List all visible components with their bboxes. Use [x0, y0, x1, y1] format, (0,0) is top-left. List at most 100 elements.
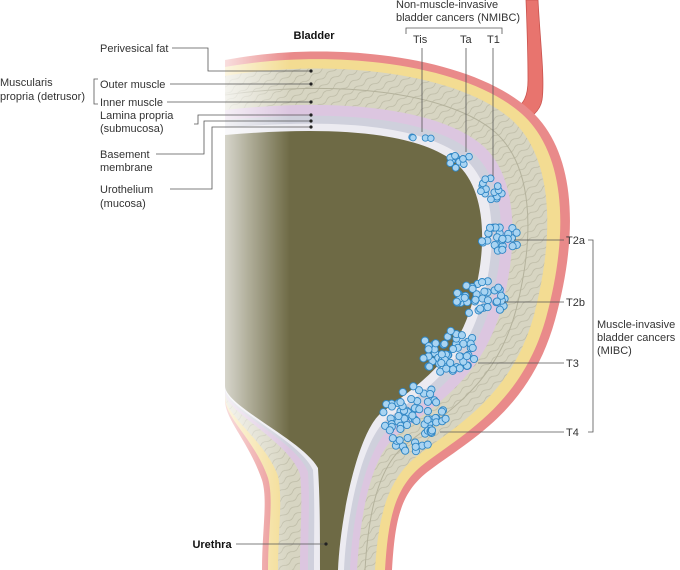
tumor-cell — [446, 326, 455, 335]
tumor-cell — [459, 155, 467, 163]
urothelium-label-line2: (mucosa) — [100, 198, 146, 210]
tumor-cell — [442, 364, 451, 373]
perivesical-fat-label: Perivesical fat — [100, 43, 168, 55]
tumor-cell — [487, 195, 495, 204]
urothelium-label-line1: Urothelium — [100, 184, 153, 196]
tumor-cell — [396, 424, 405, 433]
tumor-cell — [485, 223, 495, 232]
tumor-cell — [477, 237, 487, 246]
tumor-cell — [401, 446, 410, 455]
tumor-cell — [453, 288, 462, 298]
lamina-propria-leader — [194, 114, 311, 125]
nmibc-bracket — [405, 27, 503, 34]
tumor-cell — [455, 352, 464, 361]
tumor-cell — [379, 408, 388, 417]
nmibc-group: Non-muscle-invasive bladder cancers (NMI… — [396, 0, 520, 176]
tumor-cell — [495, 305, 504, 314]
tumor-cell — [476, 304, 485, 313]
tumor-cell — [459, 339, 468, 348]
muscularis-bracket — [93, 78, 98, 105]
tumor-cell — [431, 339, 440, 348]
tumor-cell — [424, 345, 433, 354]
mibc-title-line3: (MIBC) — [597, 345, 632, 357]
tumor-cell — [415, 405, 424, 414]
tumor-cell — [498, 245, 507, 254]
tumor-cell — [437, 358, 446, 368]
tumor-cell — [464, 308, 473, 317]
tumor-cell — [425, 362, 434, 371]
tumor-cell — [409, 134, 417, 142]
muscle-divider — [224, 87, 529, 570]
tumor-cell — [423, 415, 432, 424]
perivesical-fat-dot — [309, 69, 313, 73]
tumor-cell — [414, 386, 424, 395]
tumor-cell — [419, 354, 428, 363]
lamina-propria-label-line1: Lamina propria — [100, 110, 174, 122]
inner-muscle-dot — [309, 100, 313, 104]
mibc-stage-t2b: T2b — [566, 297, 585, 309]
tumor-t2b — [452, 277, 509, 317]
tumor-cell — [441, 414, 450, 423]
tumor-cell — [468, 343, 477, 352]
basement-membrane-dot — [309, 119, 313, 123]
tumor-cell — [407, 394, 416, 404]
tumor-cell — [469, 354, 479, 364]
tumor-cell — [402, 420, 412, 430]
perivesical-fat-leader — [172, 47, 311, 72]
tumor-cell — [423, 440, 432, 449]
tumor-cell — [437, 407, 446, 416]
tumor-cell — [462, 352, 471, 361]
tumor-cell — [497, 291, 506, 300]
mibc-stage-t3: T3 — [566, 358, 579, 370]
nmibc-title-line2: bladder cancers (NMIBC) — [396, 12, 520, 24]
tumor-t1 — [477, 174, 506, 204]
tumor-cell — [387, 402, 396, 411]
tumor-ta — [446, 151, 473, 172]
tumor-cell — [388, 434, 397, 443]
tumor-cell — [403, 433, 412, 443]
outer-muscle-dot — [309, 82, 313, 86]
tumor-cell — [483, 296, 492, 305]
tumors — [379, 133, 521, 456]
left-fade — [200, 30, 290, 570]
tumor-cell — [512, 228, 521, 237]
lamina-propria-dot — [309, 113, 313, 117]
tumor-cell — [494, 283, 503, 292]
nmibc-stage-tis: Tis — [413, 34, 428, 46]
tumor-cell — [395, 436, 404, 445]
tumor-cell — [420, 336, 430, 345]
tumor-cell — [440, 339, 449, 348]
nmibc-title-line1: Non-muscle-invasive — [396, 0, 498, 11]
tumor-cell — [385, 426, 394, 435]
tumor-cell — [394, 411, 403, 421]
bladder-title: Bladder — [294, 30, 336, 42]
basement-membrane-label-line1: Basement — [100, 149, 150, 161]
inner-muscle-label: Inner muscle — [100, 97, 163, 109]
urethra-label: Urethra — [192, 539, 232, 551]
tumor-cell — [423, 407, 432, 416]
tumor-cell — [451, 151, 459, 160]
tumor-cell — [460, 293, 469, 302]
muscularis-label-line1: Muscularis — [0, 77, 53, 89]
tumor-cell — [477, 187, 485, 196]
tumor-cell — [398, 387, 407, 397]
tumor-cell — [451, 163, 460, 172]
urothelium-leader — [170, 126, 311, 190]
muscularis-label-line2: propria (detrusor) — [0, 91, 85, 103]
mibc-title-line1: Muscle-invasive — [597, 319, 675, 331]
tumor-cell — [423, 397, 432, 406]
urethra-dot — [324, 542, 328, 546]
mibc-stage-t2a: T2a — [566, 235, 586, 247]
tumor-cell — [480, 287, 489, 296]
tumor-cell — [498, 234, 507, 243]
tumor-cell — [411, 442, 420, 451]
urothelium-dot — [309, 125, 313, 129]
tumor-t3 — [419, 326, 479, 376]
tumor-cell — [452, 297, 461, 306]
tumor-cell — [478, 278, 487, 287]
outer-muscle-label: Outer muscle — [100, 79, 165, 91]
mibc-bracket — [588, 239, 594, 433]
tumor-cell — [483, 303, 492, 312]
tumor-cell — [455, 364, 464, 373]
